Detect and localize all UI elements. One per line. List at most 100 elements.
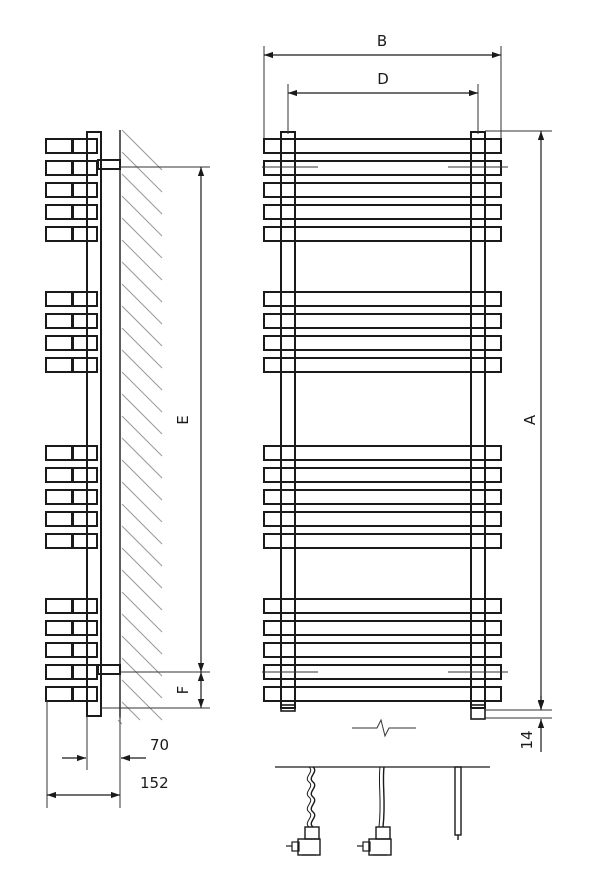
side-tube-back xyxy=(72,533,98,549)
coiled-plug-body xyxy=(304,826,320,840)
coiled-plug-head xyxy=(297,838,321,856)
hatch-line xyxy=(121,459,163,501)
width-dimensions: B D xyxy=(263,32,502,138)
side-tube-back xyxy=(72,160,98,176)
dimension-e-f: E F xyxy=(100,166,210,709)
hatch-line xyxy=(121,217,163,259)
side-tube-front xyxy=(45,642,73,658)
hatch-line xyxy=(121,613,163,655)
side-tube-back xyxy=(72,467,98,483)
front-tube xyxy=(263,533,502,549)
front-tube-stack xyxy=(263,138,502,702)
mounting-marks xyxy=(262,166,508,673)
break-symbol xyxy=(352,718,416,738)
front-tube xyxy=(263,160,502,176)
right-collector-cap xyxy=(470,704,486,720)
side-tube-front xyxy=(45,313,73,329)
hatch-line xyxy=(121,547,163,589)
front-tube xyxy=(263,357,502,373)
side-tube-front xyxy=(45,533,73,549)
side-tube-back xyxy=(72,664,98,680)
side-tube-front xyxy=(45,160,73,176)
straight-plug-head xyxy=(368,838,392,856)
side-tube-front xyxy=(45,620,73,636)
side-tube-front xyxy=(45,467,73,483)
side-view xyxy=(45,129,163,725)
front-tube xyxy=(263,598,502,614)
side-tube-back xyxy=(72,511,98,527)
side-tube-back xyxy=(72,598,98,614)
side-tube-stack xyxy=(45,138,98,702)
front-tube xyxy=(263,642,502,658)
front-tube xyxy=(263,620,502,636)
label-14: 14 xyxy=(518,730,536,749)
hatch-line xyxy=(121,569,163,611)
front-tube xyxy=(263,686,502,702)
front-tube xyxy=(263,489,502,505)
side-tube-front xyxy=(45,511,73,527)
hatch-line xyxy=(121,283,163,325)
hatch-line xyxy=(121,657,163,699)
hatch-line xyxy=(121,415,163,457)
hatch-line xyxy=(121,173,163,215)
front-tube xyxy=(263,467,502,483)
side-tube-front xyxy=(45,204,73,220)
label-70: 70 xyxy=(150,736,169,754)
hatch-line xyxy=(121,261,163,303)
depth-dimensions: 70 152 xyxy=(46,700,169,808)
front-tube xyxy=(263,313,502,329)
side-collector xyxy=(86,131,102,717)
label-e: E xyxy=(174,415,192,424)
hatch-line xyxy=(121,525,163,567)
height-dimensions: A 14 xyxy=(485,130,552,752)
hatch-line xyxy=(121,635,163,677)
side-tube-front xyxy=(45,138,73,154)
side-tube-back xyxy=(72,204,98,220)
side-tube-front xyxy=(45,226,73,242)
hatch-line xyxy=(121,327,163,369)
label-b: B xyxy=(377,32,387,50)
side-tube-back xyxy=(72,686,98,702)
hatch-line xyxy=(121,701,141,721)
side-tube-front xyxy=(45,686,73,702)
side-tube-front xyxy=(45,182,73,198)
side-tube-back xyxy=(72,357,98,373)
front-view xyxy=(262,131,508,720)
hatch-line xyxy=(121,349,163,391)
front-tube xyxy=(263,511,502,527)
side-tube-back xyxy=(72,138,98,154)
side-tube-front xyxy=(45,664,73,680)
side-tube-back xyxy=(72,445,98,461)
left-collector-cap xyxy=(280,704,296,712)
side-tube-back xyxy=(72,182,98,198)
wall-hatch xyxy=(117,129,163,725)
label-f: F xyxy=(174,686,192,695)
hatch-line xyxy=(121,151,163,193)
side-tube-front xyxy=(45,445,73,461)
side-tube-front xyxy=(45,291,73,307)
side-tube-front xyxy=(45,335,73,351)
label-152: 152 xyxy=(140,774,169,792)
heating-element-rod xyxy=(454,766,462,840)
side-tube-back xyxy=(72,620,98,636)
hatch-line xyxy=(121,503,163,545)
label-a: A xyxy=(521,414,539,425)
hatch-line xyxy=(121,371,163,413)
side-tube-back xyxy=(72,489,98,505)
label-d: D xyxy=(377,70,389,88)
side-tube-back xyxy=(72,226,98,242)
front-tube xyxy=(263,445,502,461)
front-tube xyxy=(263,204,502,220)
hatch-line xyxy=(121,437,163,479)
front-tube xyxy=(263,335,502,351)
front-tube xyxy=(263,182,502,198)
front-tube xyxy=(263,138,502,154)
hatch-line xyxy=(121,481,163,523)
front-tube xyxy=(263,226,502,242)
side-tube-back xyxy=(72,291,98,307)
side-tube-front xyxy=(45,489,73,505)
side-tube-back xyxy=(72,313,98,329)
front-tube xyxy=(263,291,502,307)
side-tube-front xyxy=(45,357,73,373)
